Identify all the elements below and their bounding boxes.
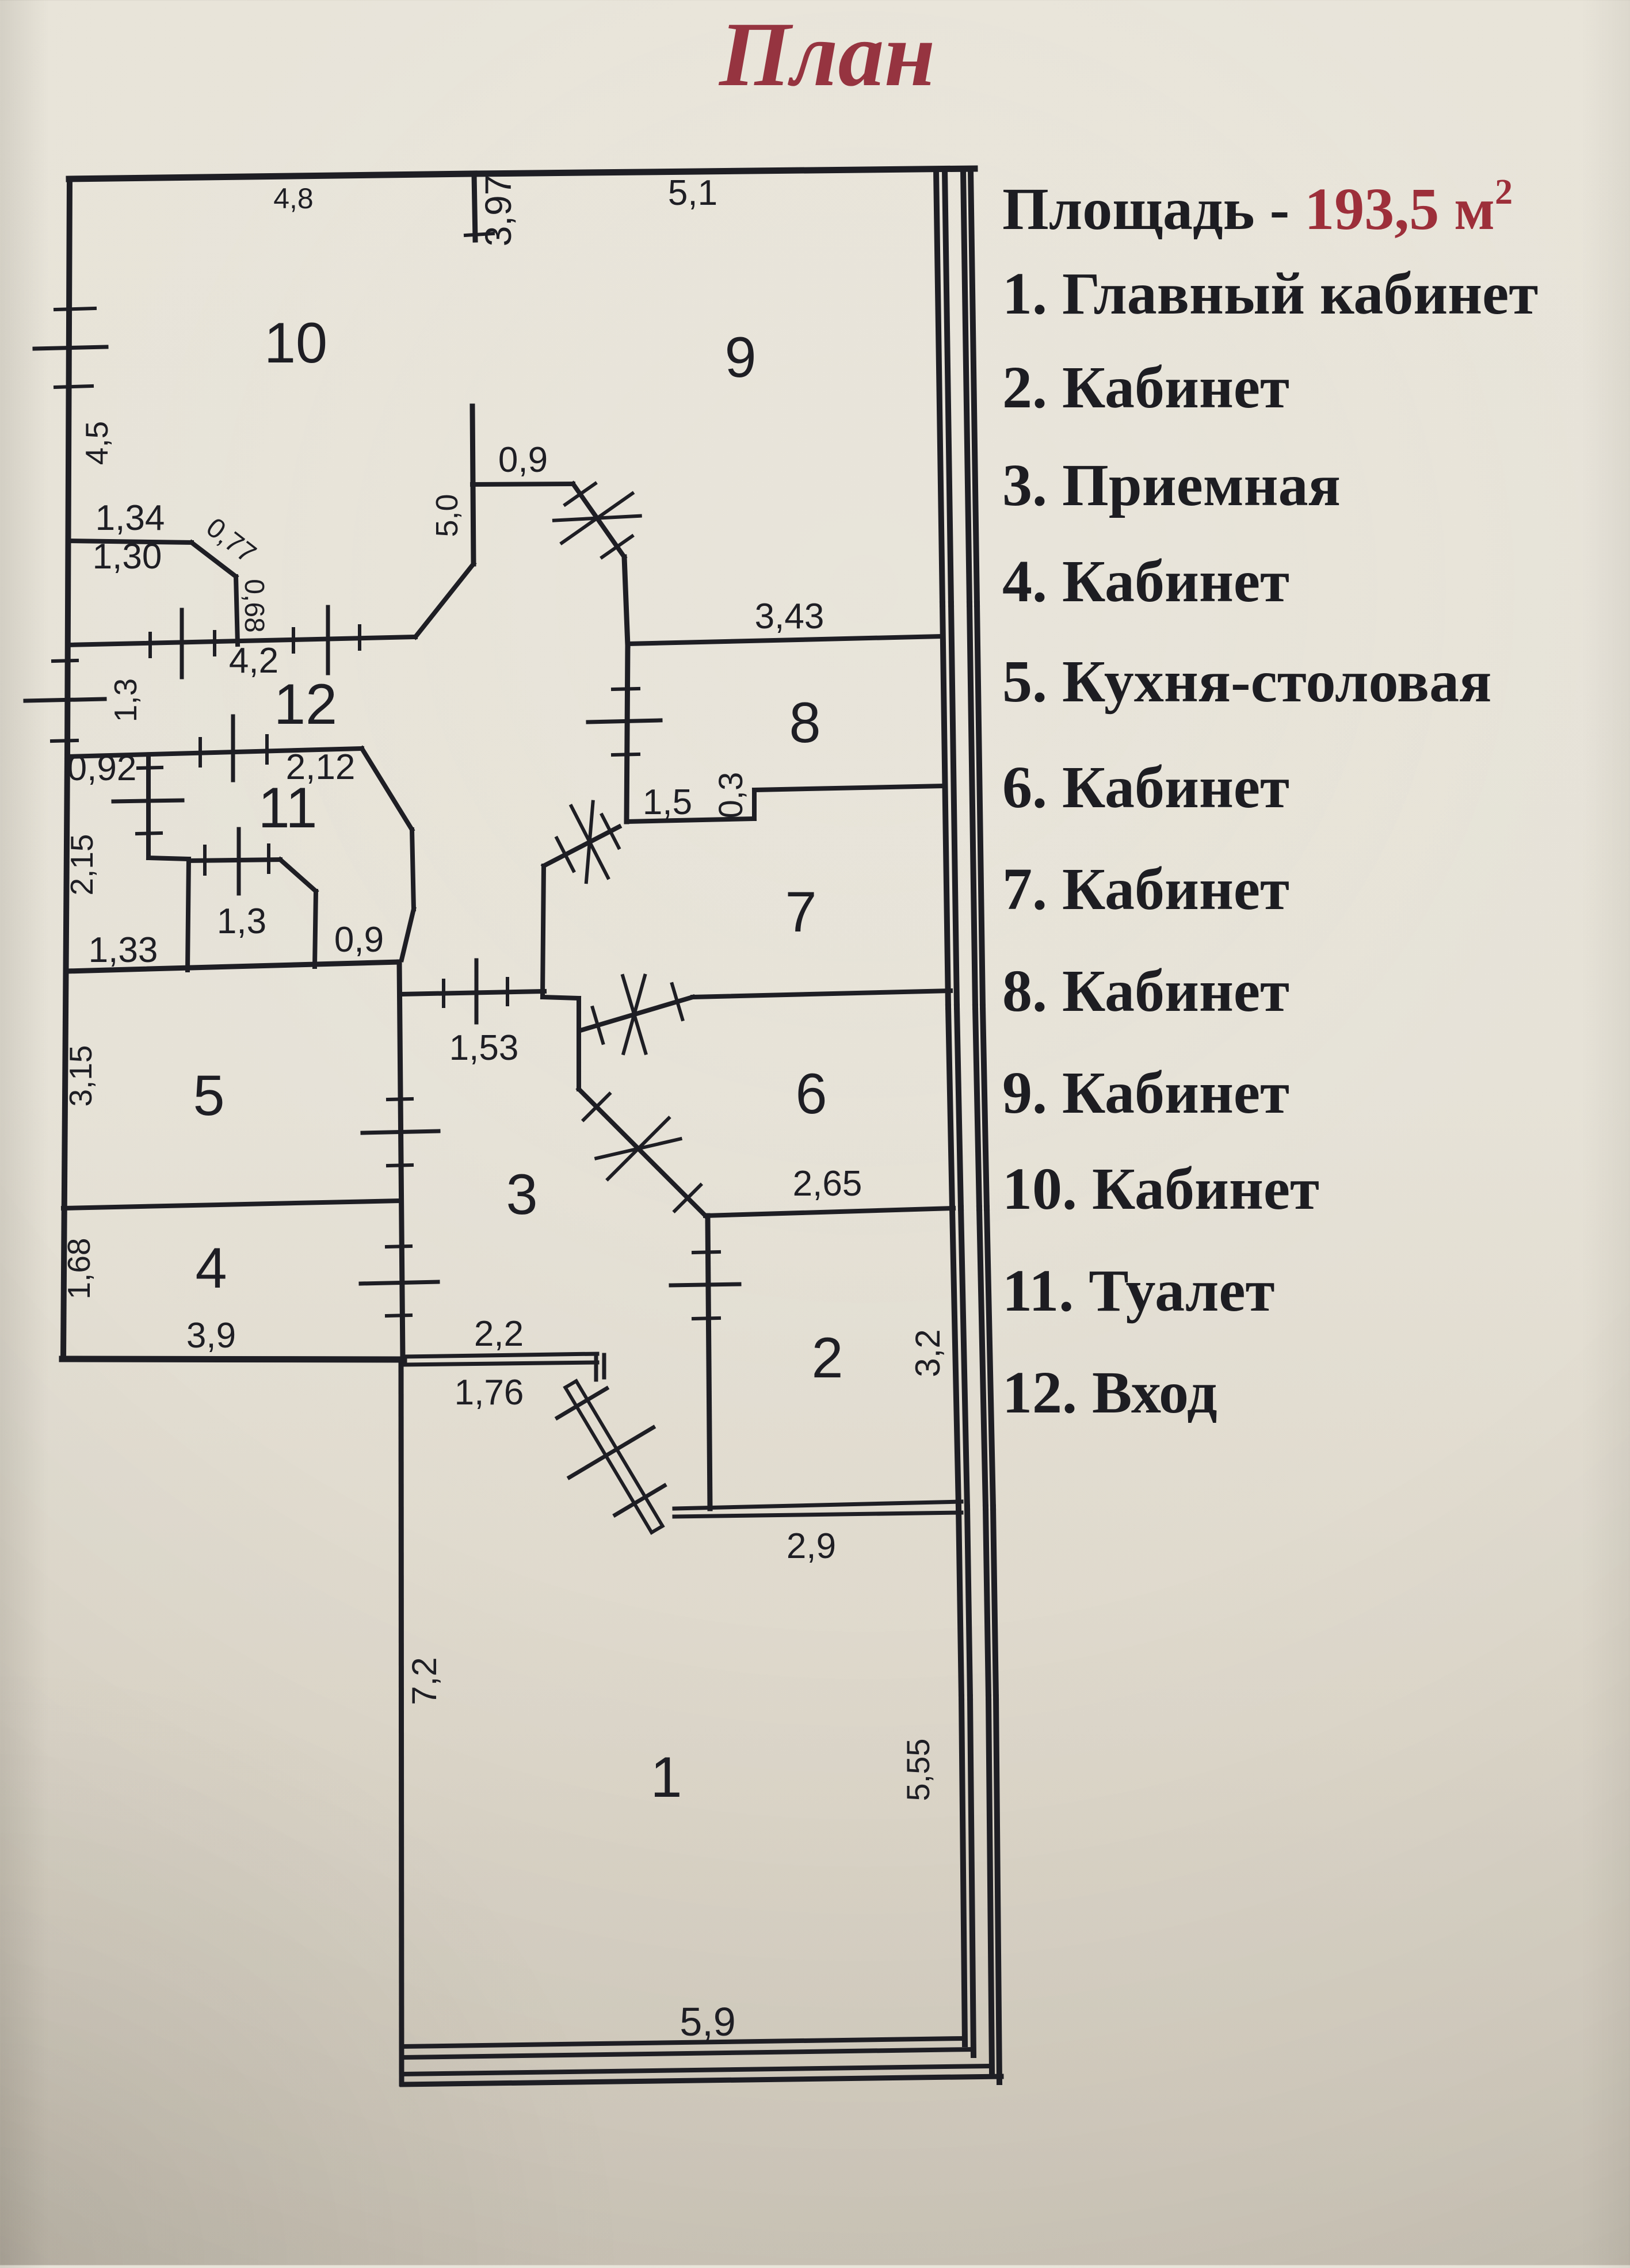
svg-text:План: План [718,3,935,105]
svg-text:12. Вход: 12. Вход [1002,1360,1217,1426]
svg-text:4,2: 4,2 [229,641,278,681]
svg-text:1,3: 1,3 [217,902,266,941]
svg-text:9. Кабинет: 9. Кабинет [1002,1060,1289,1126]
svg-text:3,43: 3,43 [755,597,824,636]
svg-text:5,1: 5,1 [668,173,717,213]
svg-text:4. Кабинет: 4. Кабинет [1002,548,1289,614]
svg-text:1,76: 1,76 [455,1373,524,1412]
svg-text:8: 8 [789,690,820,754]
svg-text:0,9: 0,9 [498,440,548,480]
svg-text:1. Главный кабинет: 1. Главный кабинет [1002,261,1538,327]
svg-text:12: 12 [274,672,337,736]
svg-text:9: 9 [724,325,756,389]
svg-text:11. Туалет: 11. Туалет [1002,1258,1275,1324]
svg-text:1,30: 1,30 [93,537,162,576]
svg-text:4,5: 4,5 [79,421,114,465]
svg-text:6. Кабинет: 6. Кабинет [1002,754,1289,820]
svg-text:1,5: 1,5 [643,782,692,822]
svg-text:5,0: 5,0 [430,494,464,537]
svg-text:7,2: 7,2 [405,1657,444,1705]
svg-text:0,9: 0,9 [334,920,384,960]
svg-text:2,65: 2,65 [793,1164,862,1204]
svg-text:1,3: 1,3 [108,678,143,722]
svg-text:3,15: 3,15 [63,1045,98,1106]
svg-text:Площадь - 193,5 м2: Площадь - 193,5 м2 [1002,173,1513,242]
svg-text:7. Кабинет: 7. Кабинет [1002,856,1289,922]
svg-text:0,3: 0,3 [712,772,750,819]
svg-text:0,77: 0,77 [200,512,261,569]
svg-text:1,33: 1,33 [89,930,158,970]
svg-text:11: 11 [258,776,318,839]
svg-text:2. Кабинет: 2. Кабинет [1002,354,1289,421]
svg-text:1,53: 1,53 [449,1028,519,1068]
svg-text:1,34: 1,34 [96,498,165,538]
svg-text:2,9: 2,9 [787,1526,836,1566]
svg-text:2: 2 [811,1326,843,1389]
svg-text:5,9: 5,9 [680,1999,735,2044]
svg-text:3,97: 3,97 [478,175,519,247]
svg-text:2,2: 2,2 [474,1314,524,1354]
svg-text:10. Кабинет: 10. Кабинет [1002,1156,1319,1222]
svg-text:0,92: 0,92 [67,749,137,788]
svg-text:3: 3 [506,1162,537,1226]
svg-text:0,68: 0,68 [239,579,269,632]
svg-text:8. Кабинет: 8. Кабинет [1002,958,1289,1024]
svg-text:2,15: 2,15 [64,834,100,895]
svg-text:3. Приемная: 3. Приемная [1002,452,1341,518]
svg-text:10: 10 [264,311,327,375]
svg-text:4: 4 [195,1236,227,1300]
svg-text:1,68: 1,68 [61,1238,97,1299]
svg-text:6: 6 [795,1062,827,1125]
svg-text:4,8: 4,8 [273,182,314,215]
svg-text:5: 5 [193,1063,224,1127]
svg-text:7: 7 [785,880,816,944]
svg-text:2,12: 2,12 [286,747,356,787]
svg-text:5,55: 5,55 [900,1739,936,1801]
svg-text:3,9: 3,9 [186,1316,236,1356]
svg-text:1: 1 [650,1745,682,1809]
svg-text:3,2: 3,2 [908,1329,947,1377]
svg-text:5. Кухня-столовая: 5. Кухня-столовая [1002,648,1491,715]
